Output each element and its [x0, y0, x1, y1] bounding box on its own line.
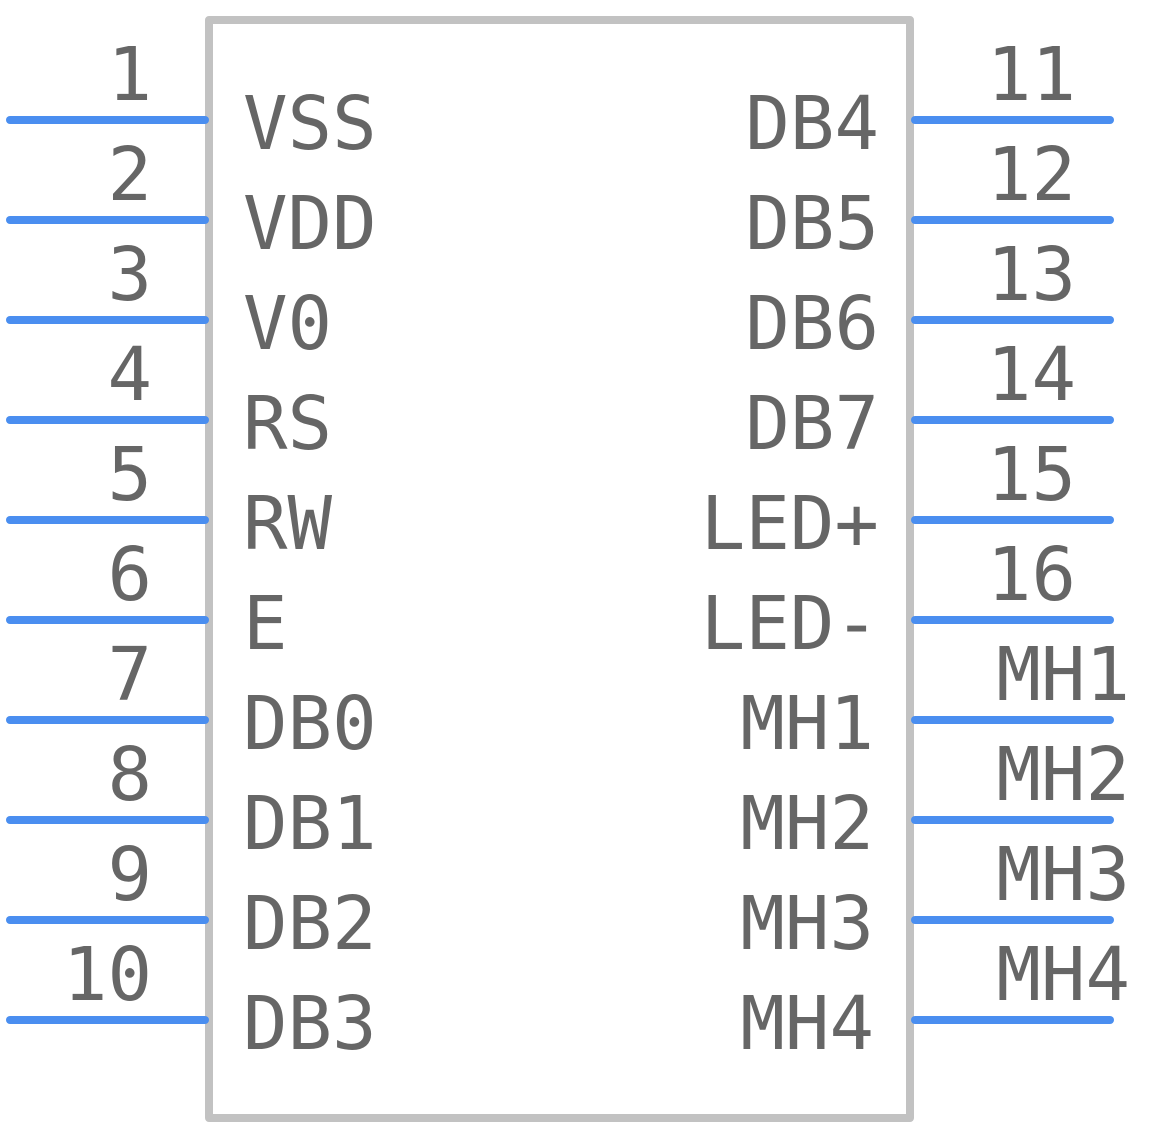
pin-number-mh2: MH2 [996, 732, 1130, 818]
pin-number-4: 4 [107, 332, 152, 418]
pin-name-mh3: MH3 [740, 881, 874, 967]
pin-name-e: E [243, 581, 288, 667]
pin-name-rs: RS [243, 381, 332, 467]
pin-name-ledminus: LED- [701, 581, 879, 667]
pin-number-5: 5 [107, 432, 152, 518]
pin-number-mh4: MH4 [996, 932, 1130, 1018]
pin-name-db3: DB3 [243, 981, 377, 1067]
pin-number-9: 9 [107, 832, 152, 918]
pin-name-mh2: MH2 [740, 781, 874, 867]
pin-number-15: 15 [987, 432, 1076, 518]
pin-name-mh1: MH1 [740, 681, 874, 767]
pin-name-db7: DB7 [745, 381, 879, 467]
pin-number-13: 13 [987, 232, 1076, 318]
pin-number-14: 14 [987, 332, 1076, 418]
pin-name-ledplus: LED+ [701, 481, 879, 567]
pin-name-db5: DB5 [745, 181, 879, 267]
pin-name-db1: DB1 [243, 781, 377, 867]
pin-name-vdd: VDD [243, 181, 377, 267]
pin-number-6: 6 [107, 532, 152, 618]
pin-name-db6: DB6 [745, 281, 879, 367]
pin-name-db4: DB4 [745, 81, 879, 167]
pin-name-db0: DB0 [243, 681, 377, 767]
pin-name-db2: DB2 [243, 881, 377, 967]
pin-number-16: 16 [987, 532, 1076, 618]
pin-name-mh4: MH4 [740, 981, 874, 1067]
pin-number-mh1: MH1 [996, 632, 1130, 718]
pin-number-12: 12 [987, 132, 1076, 218]
component-body [205, 16, 914, 1122]
pin-name-rw: RW [243, 481, 333, 567]
pin-name-v0: V0 [243, 281, 332, 367]
pin-name-vss: VSS [243, 81, 377, 167]
pin-number-3: 3 [107, 232, 152, 318]
pin-number-8: 8 [107, 732, 152, 818]
pin-number-mh3: MH3 [996, 832, 1130, 918]
pin-number-10: 10 [63, 932, 152, 1018]
pin-number-1: 1 [107, 32, 152, 118]
right-pins-group: 11DB412DB513DB614DB715LED+16LED-MH1MH1MH… [701, 32, 1130, 1067]
pin-number-7: 7 [107, 632, 152, 718]
pin-number-2: 2 [107, 132, 152, 218]
pin-number-11: 11 [987, 32, 1076, 118]
